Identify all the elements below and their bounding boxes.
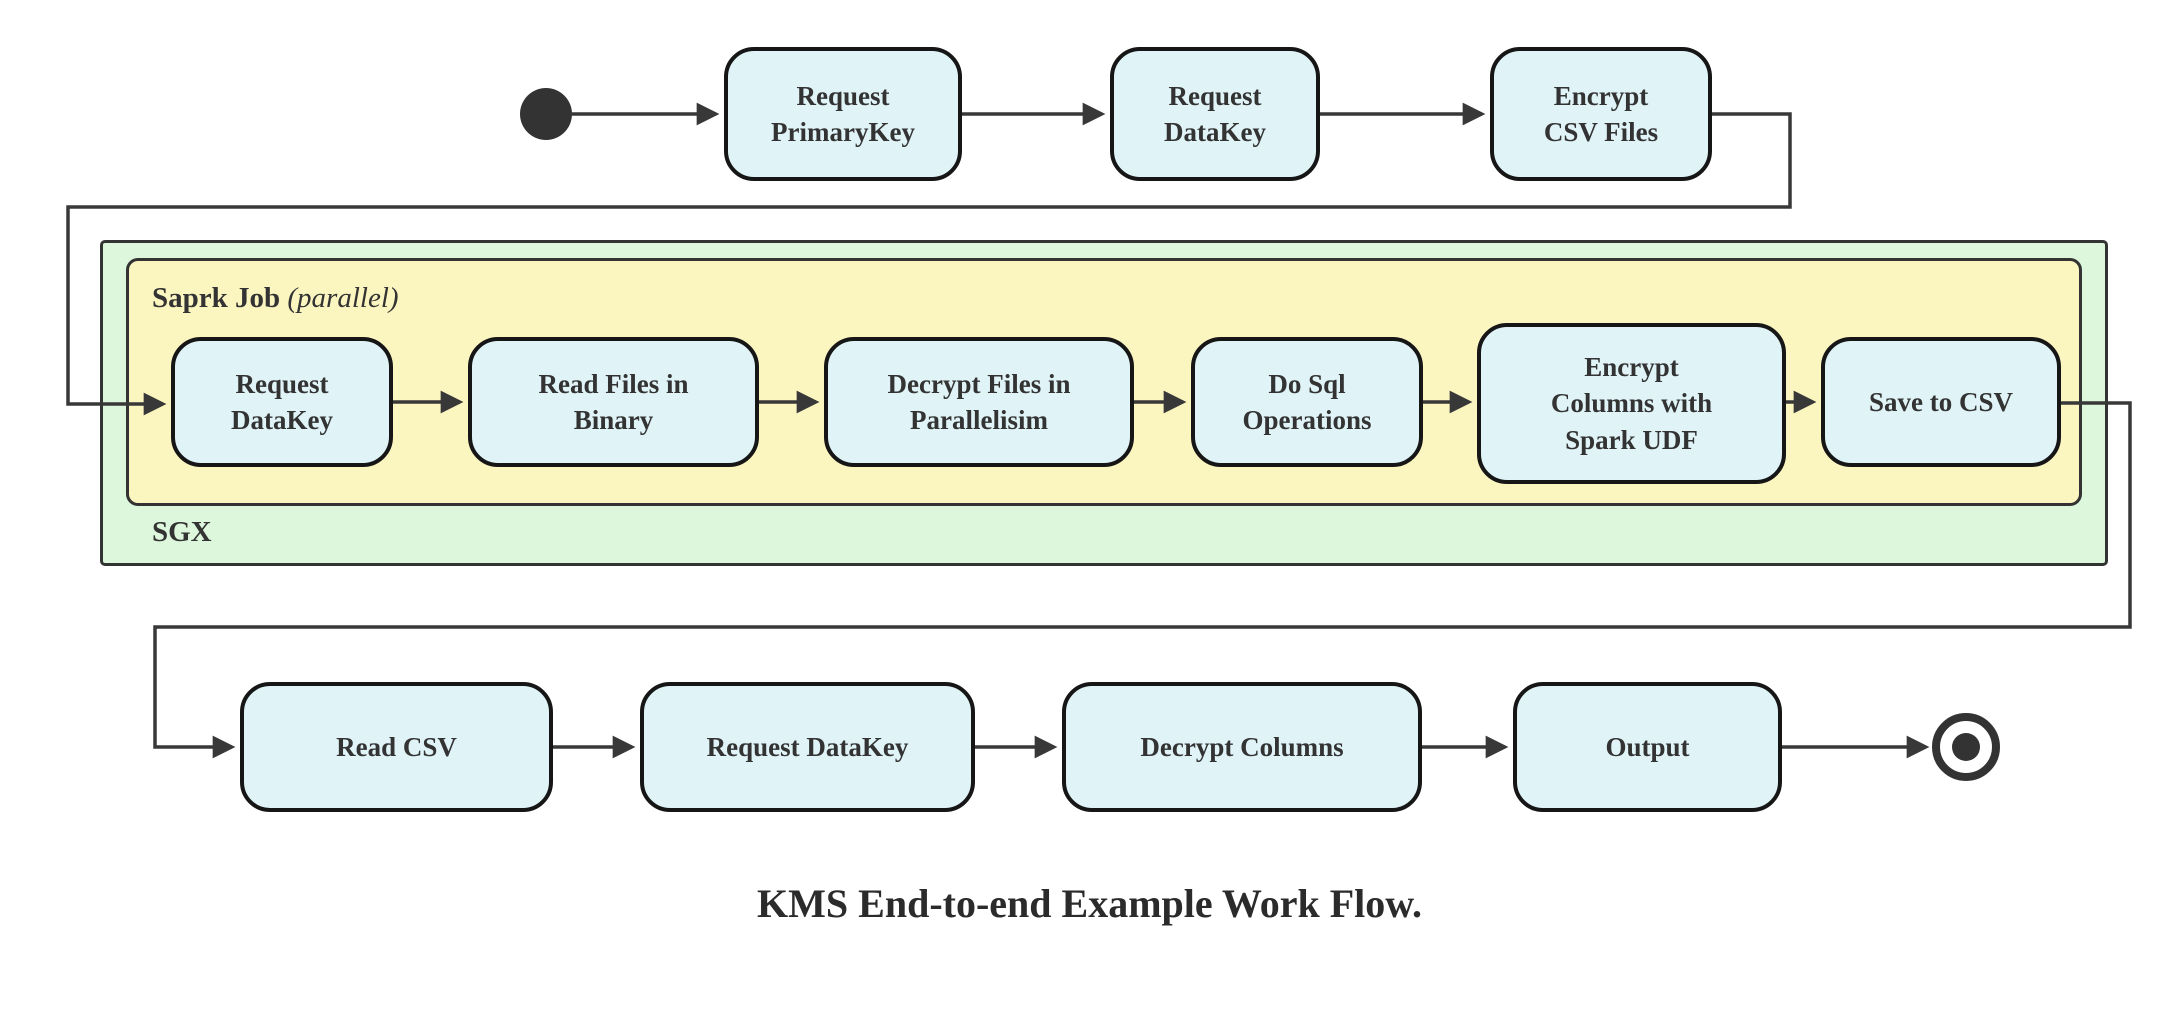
spark-job-label-parallel: (parallel) (287, 282, 399, 314)
node-label: Request DataKey (1164, 80, 1266, 147)
sgx-container-label: SGX (152, 516, 212, 548)
node-label: Save to CSV (1868, 386, 2013, 417)
node-label: Encrypt Columns with Spark UDF (1550, 351, 1713, 455)
node-request-primarykey: Request PrimaryKey (724, 47, 962, 181)
node-do-sql-operations: Do Sql Operations (1191, 337, 1423, 467)
node-request-datakey-sgx: Request DataKey (171, 337, 393, 467)
node-request-datakey-bottom: Request DataKey (640, 682, 975, 812)
node-label: Decrypt Columns (1140, 731, 1344, 762)
node-decrypt-columns: Decrypt Columns (1062, 682, 1422, 812)
edge-save-csv-to-read-csv (153, 401, 2132, 759)
end-state-icon (1932, 713, 2000, 781)
start-state-icon (520, 88, 572, 140)
diagram-caption: KMS End-to-end Example Work Flow. (757, 881, 1422, 926)
spark-job-label-bold: Saprk Job (152, 282, 281, 314)
node-label: Do Sql Operations (1242, 368, 1372, 435)
node-label: Encrypt CSV Files (1543, 80, 1659, 147)
node-label: Request DataKey (706, 731, 909, 762)
node-label: Read Files in Binary (538, 368, 689, 435)
node-label: Request PrimaryKey (771, 80, 915, 147)
node-output: Output (1513, 682, 1782, 812)
node-request-datakey-top: Request DataKey (1110, 47, 1320, 181)
edge-encrypt-csv-to-sgx-request-datakey (66, 112, 1792, 416)
spark-job-container-label: Saprk Job (parallel) (152, 282, 399, 315)
node-label: Output (1605, 731, 1690, 762)
node-read-csv: Read CSV (240, 682, 553, 812)
node-read-files-in-binary: Read Files in Binary (468, 337, 759, 467)
node-label: Request DataKey (231, 368, 333, 435)
node-encrypt-columns-with-spark-udf: Encrypt Columns with Spark UDF (1477, 323, 1786, 484)
node-decrypt-files-in-parallelism: Decrypt Files in Parallelisim (824, 337, 1134, 467)
node-label: Read CSV (336, 731, 457, 762)
node-encrypt-csv-files: Encrypt CSV Files (1490, 47, 1712, 181)
node-label: Decrypt Files in Parallelisim (887, 368, 1071, 435)
node-save-to-csv: Save to CSV (1821, 337, 2061, 467)
